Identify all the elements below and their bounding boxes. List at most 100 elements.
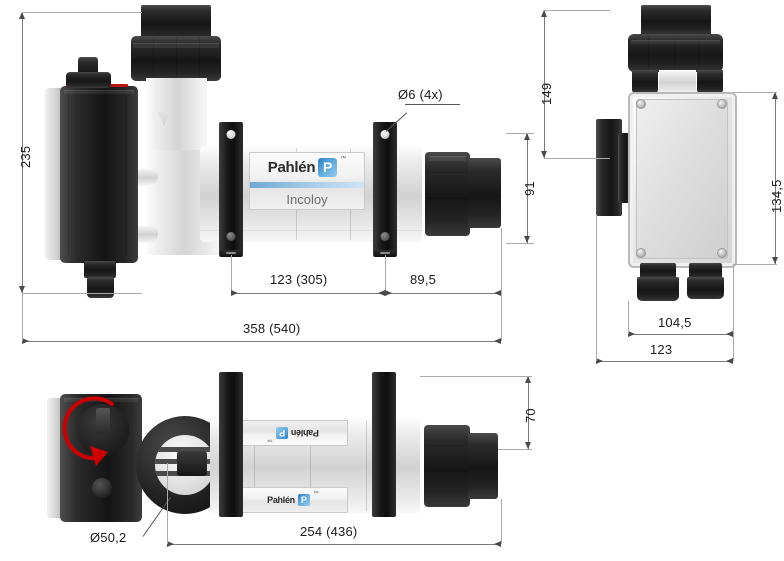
thermostat-knob	[66, 72, 111, 88]
label-brand-row: Pahlén P ™	[239, 488, 347, 512]
dim-arrow	[385, 290, 392, 296]
dim-ext-line	[733, 334, 734, 361]
dim-ext-line	[733, 92, 777, 93]
top-mounting-bracket-left	[219, 372, 243, 517]
bracket-foot-slot	[380, 252, 390, 254]
dim-arrow	[596, 358, 603, 364]
junction-box-lid	[636, 99, 728, 259]
dim-overall-height-line	[22, 12, 23, 293]
dim-arrow	[494, 290, 501, 296]
reset-button	[92, 478, 112, 498]
mounting-bracket-left	[219, 122, 243, 257]
dim-hole-leader-shelf	[405, 104, 460, 105]
flange-inner-bore	[155, 435, 215, 495]
dim-ext-line	[733, 264, 734, 334]
dim-bracket-span-line	[231, 293, 385, 294]
dim-arrow	[19, 286, 25, 293]
dim-arrow	[772, 257, 778, 264]
dim-arrow	[494, 338, 501, 344]
top-box-endplate	[47, 398, 61, 518]
cable-gland-left-thread	[640, 263, 676, 278]
dim-arrow	[524, 133, 530, 140]
lid-screw-icon	[717, 99, 727, 109]
dim-ext-line	[544, 158, 610, 159]
cable-gland-side	[84, 261, 116, 278]
bracket-hole-icon	[226, 130, 236, 139]
dim-arrow	[726, 358, 733, 364]
end-riser-core	[659, 70, 696, 94]
dim-arrow	[525, 376, 531, 383]
bracket-screw-icon	[380, 232, 390, 241]
dim-arrow	[541, 151, 547, 158]
end-union-nut	[425, 152, 470, 236]
thermostat-dial-pointer	[96, 408, 110, 434]
dim-ext-line	[22, 293, 142, 294]
dim-box-top-height-text: 149	[539, 82, 554, 105]
dim-arrow	[524, 236, 530, 243]
dim-box-mid-height-line	[527, 133, 528, 243]
junction-box-side	[45, 88, 62, 260]
lid-screw-icon	[717, 248, 727, 258]
dim-arrow	[22, 338, 29, 344]
dim-body-height-text: 70	[523, 408, 538, 423]
dim-ext-line	[544, 10, 610, 11]
dim-box-height-line	[775, 92, 776, 264]
end-union-nut-top	[628, 34, 723, 72]
bracket-foot-slot	[226, 252, 236, 254]
dim-top-length-text: 254 (436)	[300, 524, 358, 539]
dim-ext-line	[501, 293, 502, 341]
dim-ext-line	[596, 216, 597, 361]
trademark-icon: ™	[340, 156, 347, 162]
dim-box-mid-height-text: 91	[522, 181, 537, 196]
brand-text: Pahlén	[267, 159, 316, 177]
dim-arrow	[19, 12, 25, 19]
dim-arrow	[726, 331, 733, 337]
pahlen-p-logo-icon: P	[297, 494, 310, 506]
label-brand-row: Pahlén P ™	[250, 153, 364, 182]
pahlen-p-logo-icon: P	[276, 427, 289, 439]
pahlen-p-logo-icon: P	[318, 158, 338, 178]
top-mounting-bracket-right	[372, 372, 396, 517]
top-outlet-stub	[468, 433, 498, 499]
dim-tail-length-text: 89,5	[410, 272, 437, 287]
dim-arrow	[378, 290, 385, 296]
mounting-bracket-right	[373, 122, 397, 257]
dim-box-depth-text: 123	[650, 342, 673, 357]
lid-screw-icon	[636, 248, 646, 258]
dim-arrow	[628, 331, 635, 337]
dim-box-height-text: 134,5	[769, 179, 784, 213]
brand-text: Pahlén	[267, 495, 295, 505]
lid-screw-icon	[636, 99, 646, 109]
dim-ext-line	[506, 133, 534, 134]
dim-box-width-line	[628, 334, 733, 335]
dim-box-depth-line	[596, 361, 733, 362]
dim-hole-callout-text: Ø6 (4x)	[398, 87, 443, 102]
dim-ext-line	[501, 499, 502, 544]
end-nut-shoulder-left	[632, 70, 658, 93]
top-end-union-nut	[424, 425, 470, 507]
dim-tail-length-line	[385, 293, 501, 294]
wall-mount-tab	[618, 133, 631, 203]
cable-gland-right-nut	[687, 277, 724, 299]
cable-gland-nut-side	[87, 277, 114, 298]
dim-arrow	[525, 442, 531, 449]
dim-box-top-height-line	[544, 10, 545, 158]
dim-ext-line	[420, 376, 532, 377]
brand-text: Pahlén	[291, 428, 319, 438]
bracket-hole-icon	[380, 130, 390, 139]
dim-body-height-line	[528, 376, 529, 449]
dim-arrow	[167, 541, 174, 547]
dim-box-width-text: 104,5	[658, 315, 692, 330]
dim-ext-line	[498, 449, 532, 450]
label-blue-band	[250, 182, 364, 189]
wall-mount-plate	[596, 119, 622, 216]
bracket-screw-icon	[226, 232, 236, 241]
dim-flange-diameter-text: Ø50,2	[90, 530, 127, 545]
dim-overall-length-line	[22, 341, 501, 342]
dim-overall-height-text: 235	[18, 145, 33, 168]
dim-ext-line	[501, 228, 502, 295]
cable-gland-left-nut	[637, 277, 679, 301]
model-text: Incoloy	[286, 192, 328, 207]
dim-ext-line	[231, 255, 232, 295]
